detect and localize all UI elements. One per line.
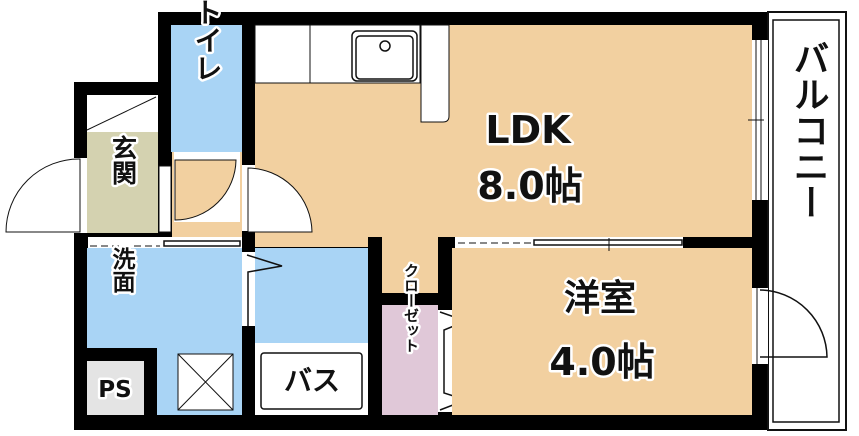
entrance-label: 玄関 <box>109 134 138 185</box>
western-size-label: 4.0帖 <box>549 340 654 384</box>
washing-machine-space-icon <box>177 353 234 411</box>
western-name-label: 洋室 <box>564 278 636 319</box>
washroom-label: 洗面 <box>108 247 136 293</box>
sink-icon <box>351 30 418 82</box>
balcony <box>767 11 847 431</box>
toilet-label: トイレ <box>191 0 224 82</box>
toilet-door[interactable] <box>174 159 237 221</box>
bath-label: バス <box>284 364 340 397</box>
bath-folding-door[interactable] <box>246 254 283 326</box>
front-door[interactable] <box>5 158 81 233</box>
western-room-sliding-door[interactable] <box>455 237 683 251</box>
bathtub <box>255 343 368 415</box>
entrance-side-window <box>158 165 172 233</box>
balcony-window[interactable] <box>748 40 768 200</box>
balcony-label: バルコニー <box>788 40 829 220</box>
closet-door-gap <box>438 310 452 412</box>
closet <box>382 305 438 415</box>
toilet-room <box>171 25 242 152</box>
kitchen-counter <box>254 24 450 123</box>
ldk-name-label: LDK <box>485 108 572 152</box>
balcony-door[interactable] <box>752 288 828 364</box>
washroom-sliding-door[interactable] <box>88 237 242 248</box>
ldk-size-label: 8.0帖 <box>477 164 582 208</box>
storage-diagonal <box>86 96 157 131</box>
entrance-room <box>87 132 158 233</box>
ps-label: PS <box>98 377 131 403</box>
ps-room <box>87 361 144 415</box>
ldk-door[interactable] <box>247 167 313 233</box>
closet-label: クローゼット <box>402 263 420 353</box>
western-room <box>452 248 752 415</box>
